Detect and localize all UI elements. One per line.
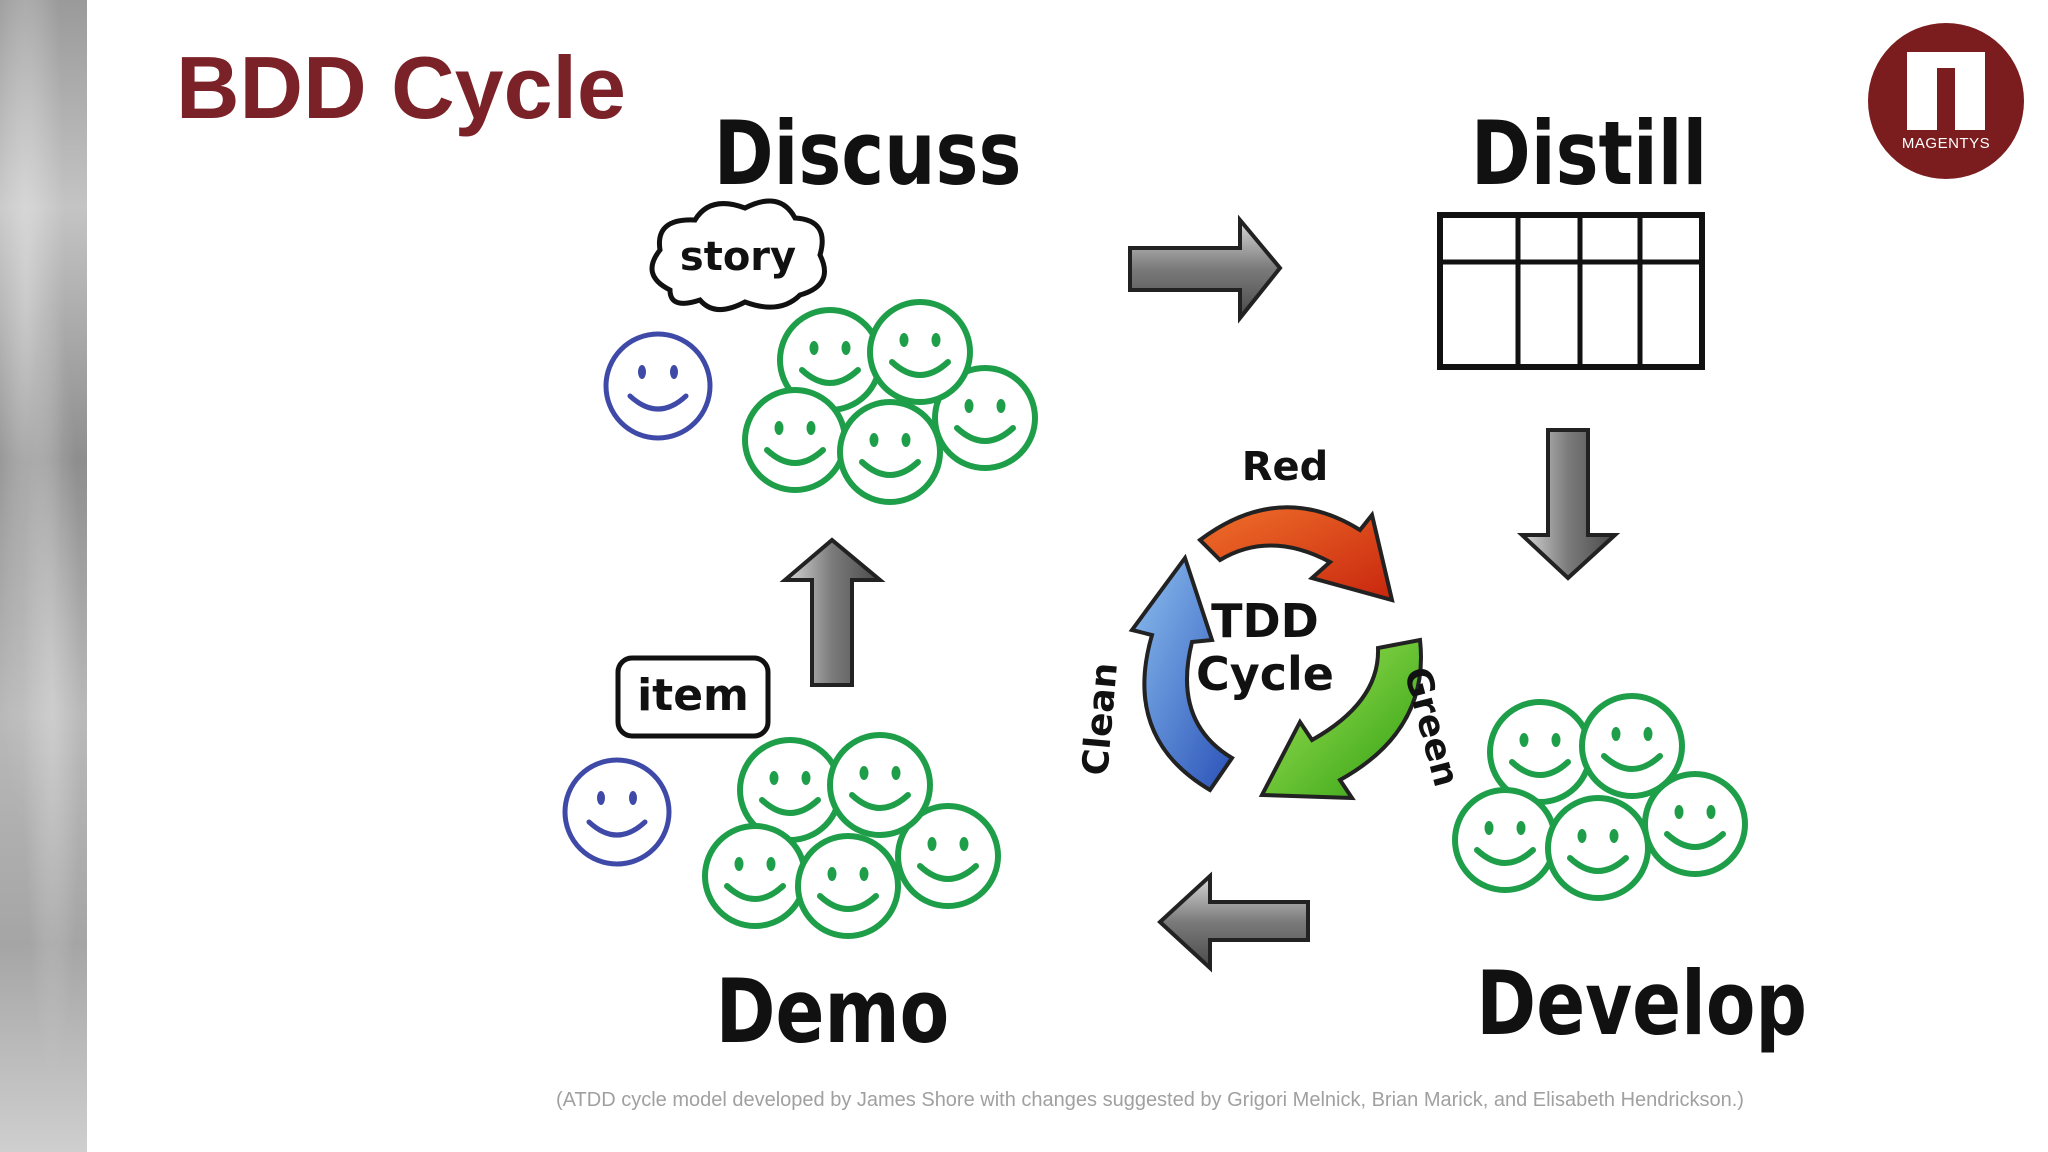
- tdd-cycle: Red TDD Cycle Green Clean: [1075, 444, 1467, 801]
- red-arrow-icon: [1196, 505, 1395, 603]
- tdd-center-line2: Cycle: [1196, 647, 1334, 701]
- logo-text: MAGENTYS: [1901, 135, 1991, 152]
- team-smiley-icon: [1548, 798, 1648, 898]
- customer-smiley-icon: [565, 760, 669, 864]
- blue-arrow-icon: [1128, 553, 1235, 793]
- arrow-right-icon: [1128, 214, 1283, 324]
- team-smiley-icon: [1455, 790, 1555, 890]
- magentys-logo: [1868, 23, 2024, 179]
- tdd-center-line1: TDD: [1211, 594, 1319, 648]
- stage-discuss: Discuss: [713, 102, 1022, 205]
- side-decoration: [0, 0, 87, 1152]
- distill-table-icon: [1437, 212, 1705, 370]
- item-box: [615, 655, 771, 739]
- team-smiley-icon: [705, 826, 805, 926]
- arrow-down-icon: [1516, 428, 1621, 581]
- arrow-left-icon: [1157, 871, 1310, 973]
- attribution-caption: (ATDD cycle model developed by James Sho…: [556, 1089, 1744, 1111]
- stage-develop: Develop: [1476, 952, 1808, 1055]
- stage-demo: Demo: [715, 960, 950, 1063]
- demo-people: [565, 735, 998, 936]
- slide-title: BDD Cycle: [176, 38, 626, 137]
- tdd-clean-label: Clean: [1075, 661, 1126, 777]
- team-smiley-icon: [830, 735, 930, 835]
- develop-people: [1455, 696, 1745, 898]
- team-smiley-icon: [745, 390, 845, 490]
- customer-smiley-icon: [606, 334, 710, 438]
- stage-distill: Distill: [1470, 102, 1708, 205]
- item-label: item: [637, 670, 749, 721]
- story-cloud: [649, 198, 827, 312]
- story-label: story: [680, 234, 796, 280]
- arrow-up-icon: [779, 537, 886, 687]
- team-smiley-icon: [840, 402, 940, 502]
- discuss-people: [606, 302, 1035, 502]
- bdd-cycle-diagram: Discuss Distill Develop Demo: [540, 90, 1807, 1070]
- tdd-red-label: Red: [1242, 444, 1329, 490]
- team-smiley-icon: [798, 836, 898, 936]
- team-smiley-icon: [870, 302, 970, 402]
- tdd-green-label: Green: [1396, 663, 1467, 791]
- team-smiley-icon: [1582, 696, 1682, 796]
- green-arrow-icon: [1258, 637, 1423, 801]
